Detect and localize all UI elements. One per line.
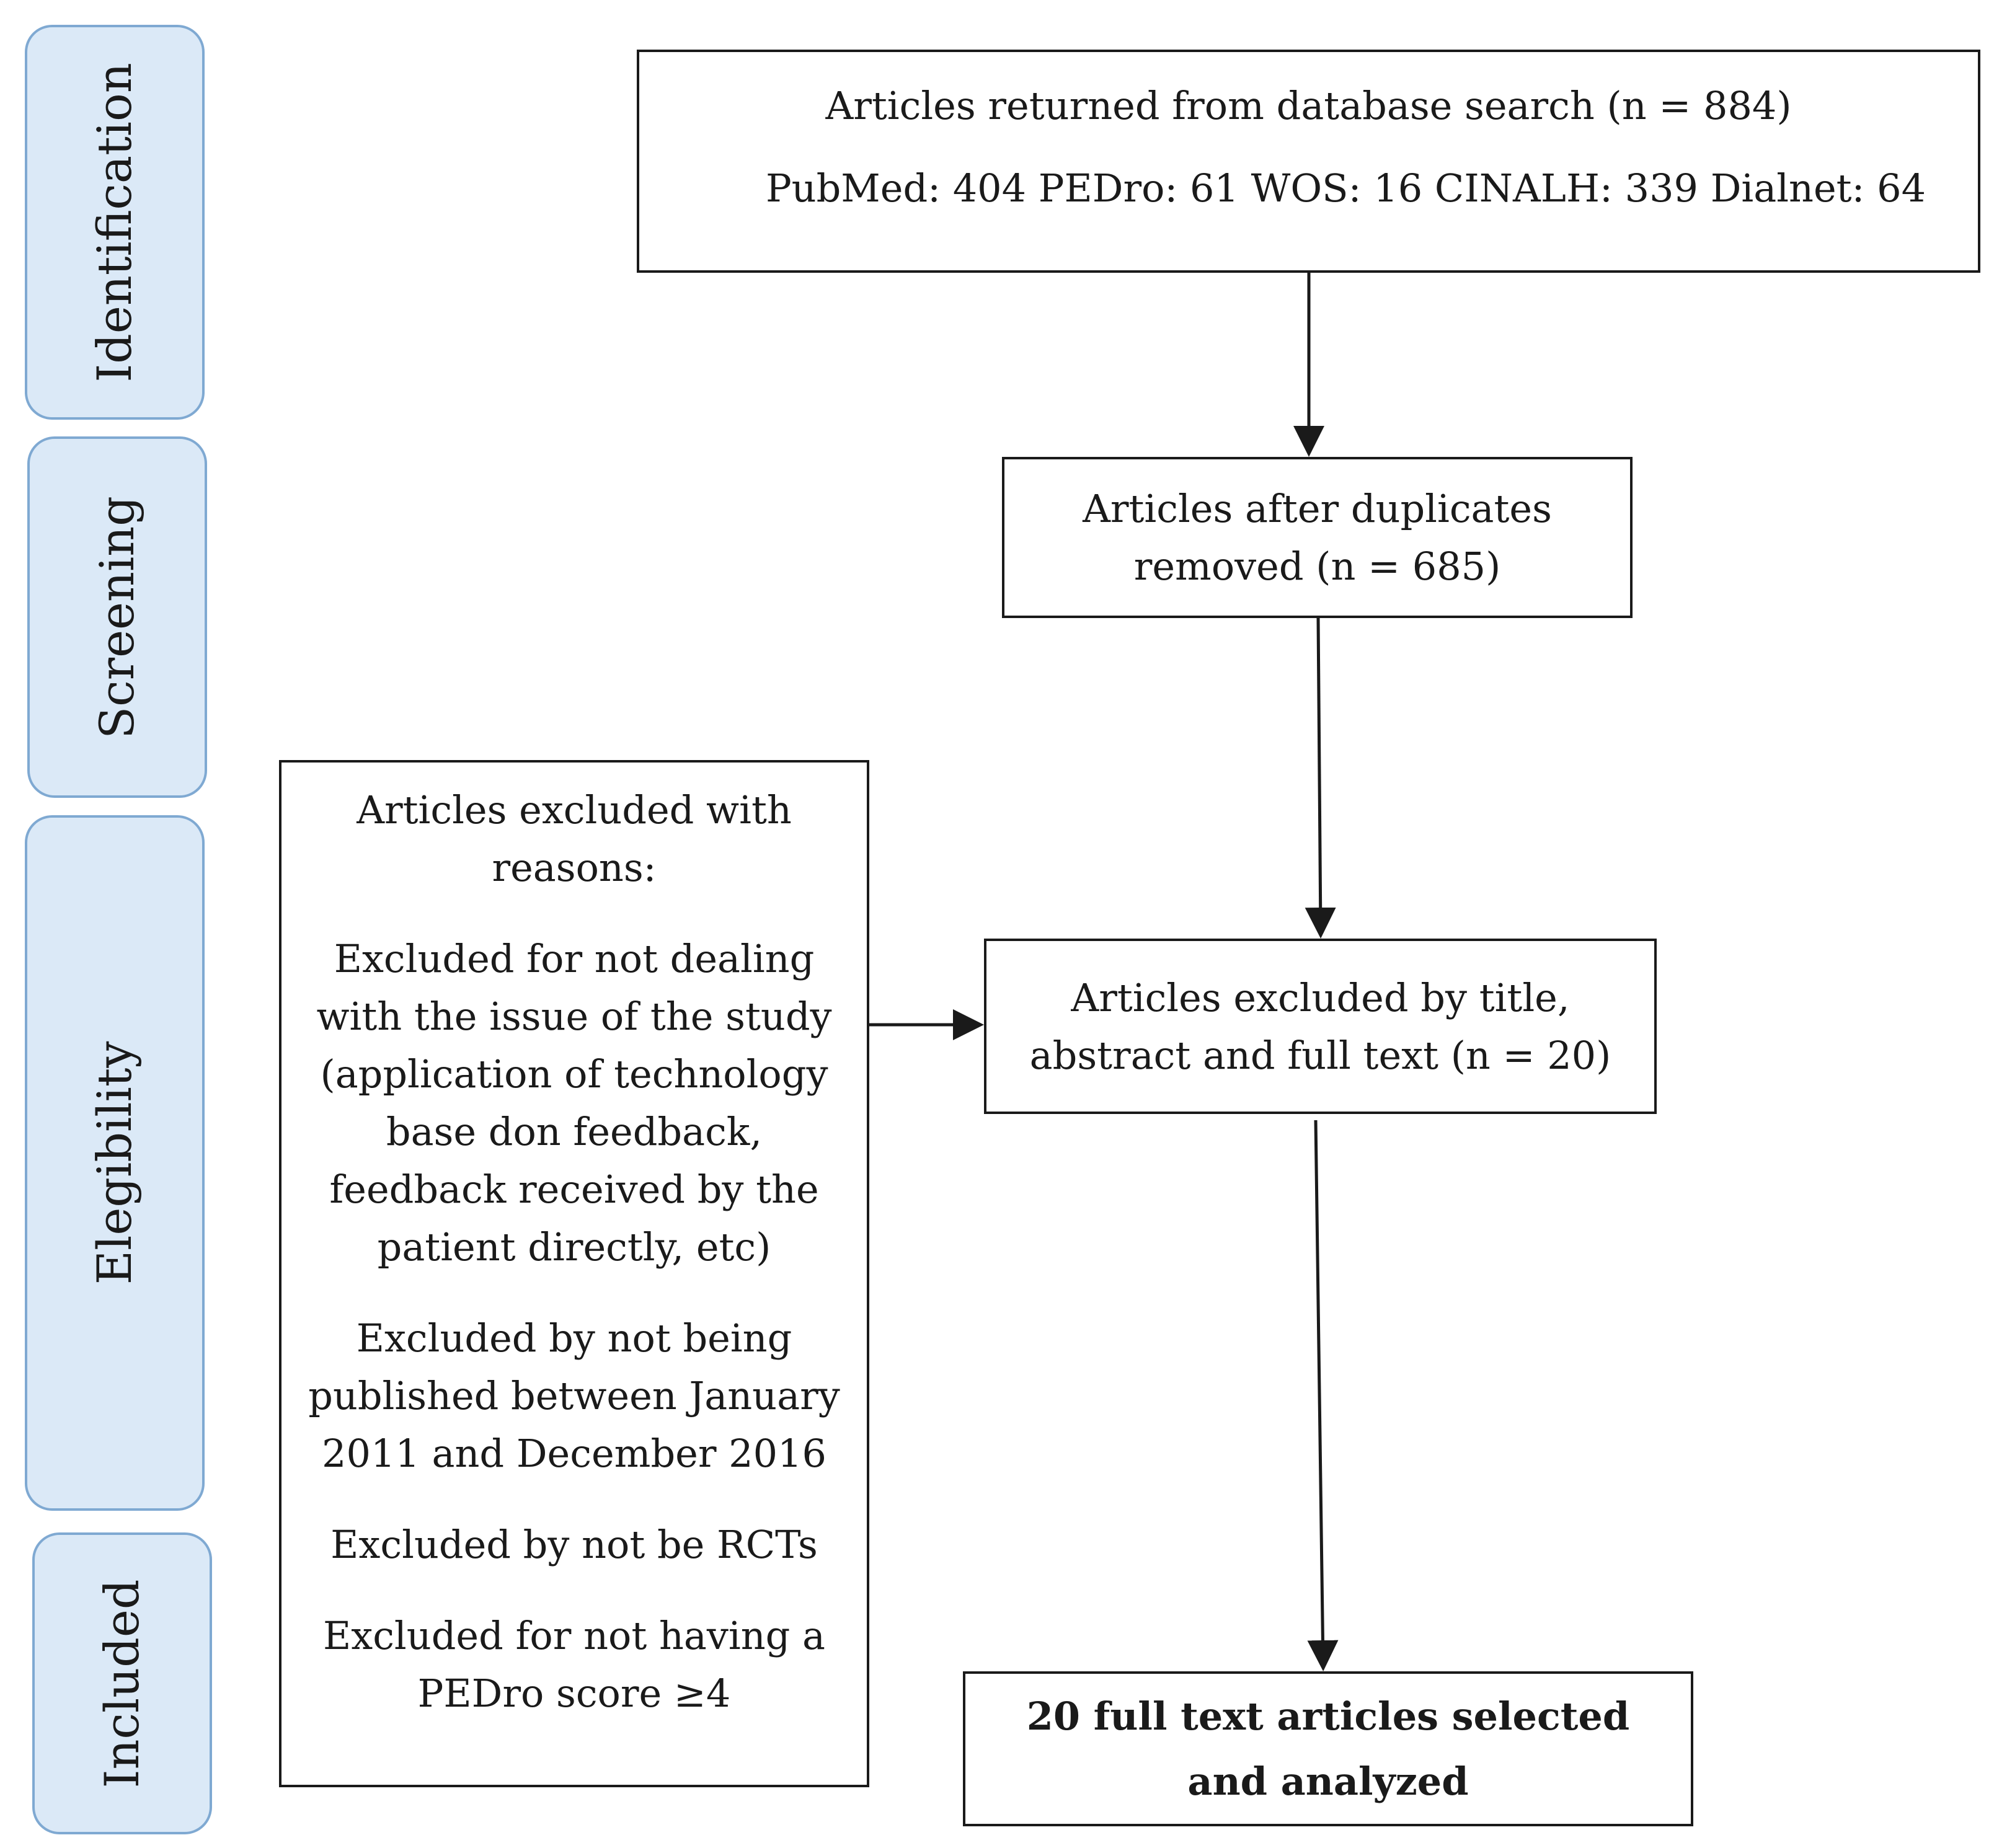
excluded-by-title-box: Articles excluded by title, abstract and… [984,939,1657,1114]
exclusion-reason: Excluded by not being published between … [308,1315,840,1476]
stage-elegibility: Elegibility [25,815,205,1511]
stage-screening-label: Screening [89,495,144,739]
exclusion-reason: Excluded by not be RCTs [330,1522,818,1567]
arrow-elegibility-to-included [1307,1120,1339,1671]
stage-included: Included [32,1532,212,1834]
included-articles-box: 20 full text articles selected and analy… [963,1671,1693,1826]
included-articles-text: 20 full text articles selected and analy… [1026,1693,1630,1804]
exclusion-reasons-box: Articles excluded with reasons: Excluded… [279,760,869,1787]
stage-identification-label: Identification [87,62,142,382]
stage-included-label: Included [94,1578,149,1788]
arrow-screening-to-elegibility [1305,617,1336,939]
duplicates-removed-box: Articles after duplicates removed (n = 6… [1002,457,1633,618]
exclusion-reason: Excluded for not having a PEDro score ≥4 [322,1613,826,1716]
duplicates-removed-text: Articles after duplicates removed (n = 6… [1083,486,1552,589]
search-results-text: Articles returned from database search (… [825,83,1792,128]
exclusion-reason: Excluded for not dealing with the issue … [316,936,832,1270]
stage-screening: Screening [27,436,207,798]
stage-elegibility-label: Elegibility [87,1041,142,1285]
identification-box: Articles returned from database search (… [637,50,1980,273]
database-counts-text: PubMed: 404 PEDro: 61 WOS: 16 CINALH: 33… [765,166,1926,211]
excluded-by-title-text: Articles excluded by title, abstract and… [1029,975,1611,1078]
exclusion-reasons-heading: Articles excluded with reasons: [357,787,792,890]
stage-identification: Identification [25,25,205,420]
